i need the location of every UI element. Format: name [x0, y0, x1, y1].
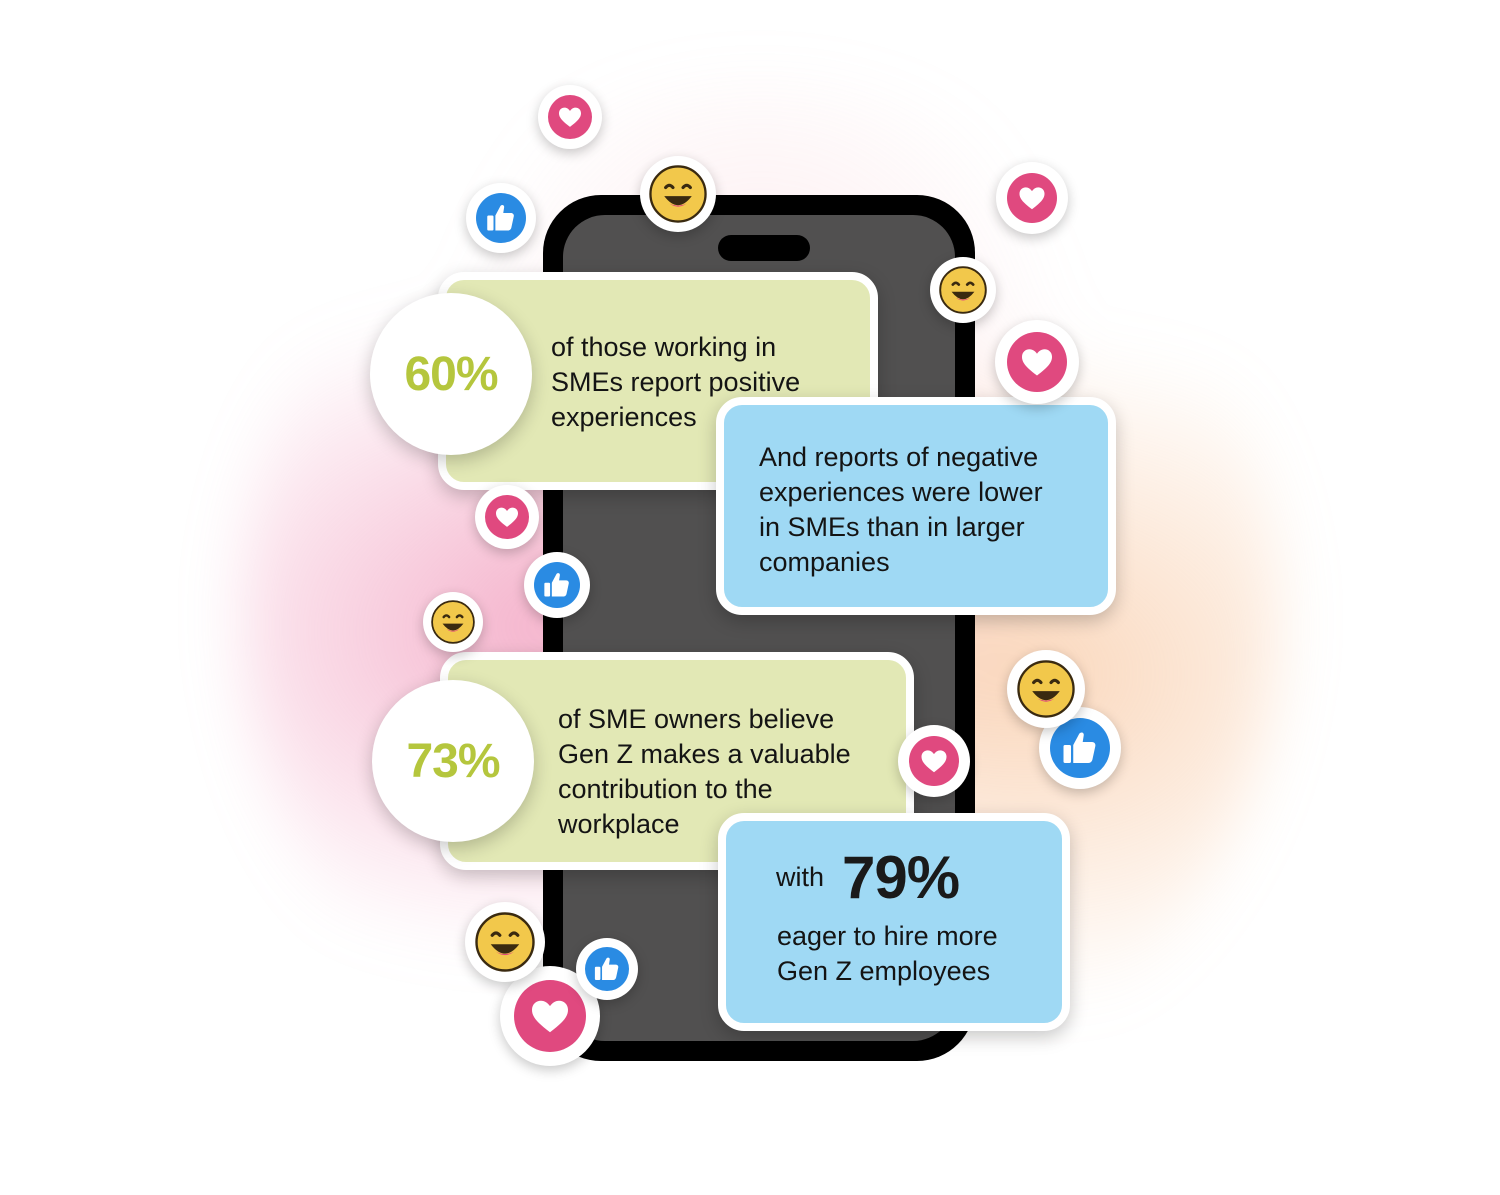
smiley-badge — [640, 156, 716, 232]
smiley-badge — [930, 257, 996, 323]
thumbs-up-badge — [576, 938, 638, 1000]
smiley-badge — [1007, 650, 1085, 728]
heart-icon — [909, 736, 959, 786]
thumbs-up-icon — [1050, 718, 1110, 778]
stat-bubble-negative-lower: And reports of negative experiences were… — [716, 397, 1116, 615]
heart-badge — [995, 320, 1079, 404]
heart-icon — [485, 495, 529, 539]
stat-text-sme-positive: of those working in SMEs report positive… — [551, 332, 801, 432]
stat-value-79: 79% — [842, 844, 960, 911]
smiley-icon — [475, 912, 535, 972]
stat-headline-79: with 79% — [776, 843, 960, 912]
smiley-badge — [423, 592, 483, 652]
heart-badge — [996, 162, 1068, 234]
thumbs-up-icon — [534, 562, 580, 608]
smiley-icon — [939, 266, 987, 314]
stat-bubble-hire-more: with 79% eager to hire more Gen Z employ… — [718, 813, 1070, 1031]
stat-circle-60: 60% — [370, 293, 532, 455]
heart-icon — [1007, 173, 1057, 223]
phone-notch — [718, 235, 810, 261]
smiley-badge — [465, 902, 545, 982]
heart-icon — [514, 980, 586, 1052]
smiley-icon — [649, 165, 707, 223]
heart-icon — [548, 95, 592, 139]
stat-circle-73: 73% — [372, 680, 534, 842]
smiley-icon — [1017, 660, 1075, 718]
thumbs-up-icon — [585, 947, 629, 991]
smiley-icon — [431, 600, 475, 644]
thumbs-up-icon — [476, 193, 526, 243]
heart-badge — [898, 725, 970, 797]
stat-text-hire-more: eager to hire more Gen Z employees — [777, 921, 998, 986]
stat-prefix-with: with — [776, 862, 825, 892]
stat-text-genz-valuable: of SME owners believe Gen Z makes a valu… — [558, 704, 851, 839]
heart-icon — [1007, 332, 1067, 392]
thumbs-up-badge — [524, 552, 590, 618]
heart-badge — [475, 485, 539, 549]
thumbs-up-badge — [466, 183, 536, 253]
heart-badge — [538, 85, 602, 149]
stat-text-negative-lower: And reports of negative experiences were… — [759, 442, 1043, 577]
